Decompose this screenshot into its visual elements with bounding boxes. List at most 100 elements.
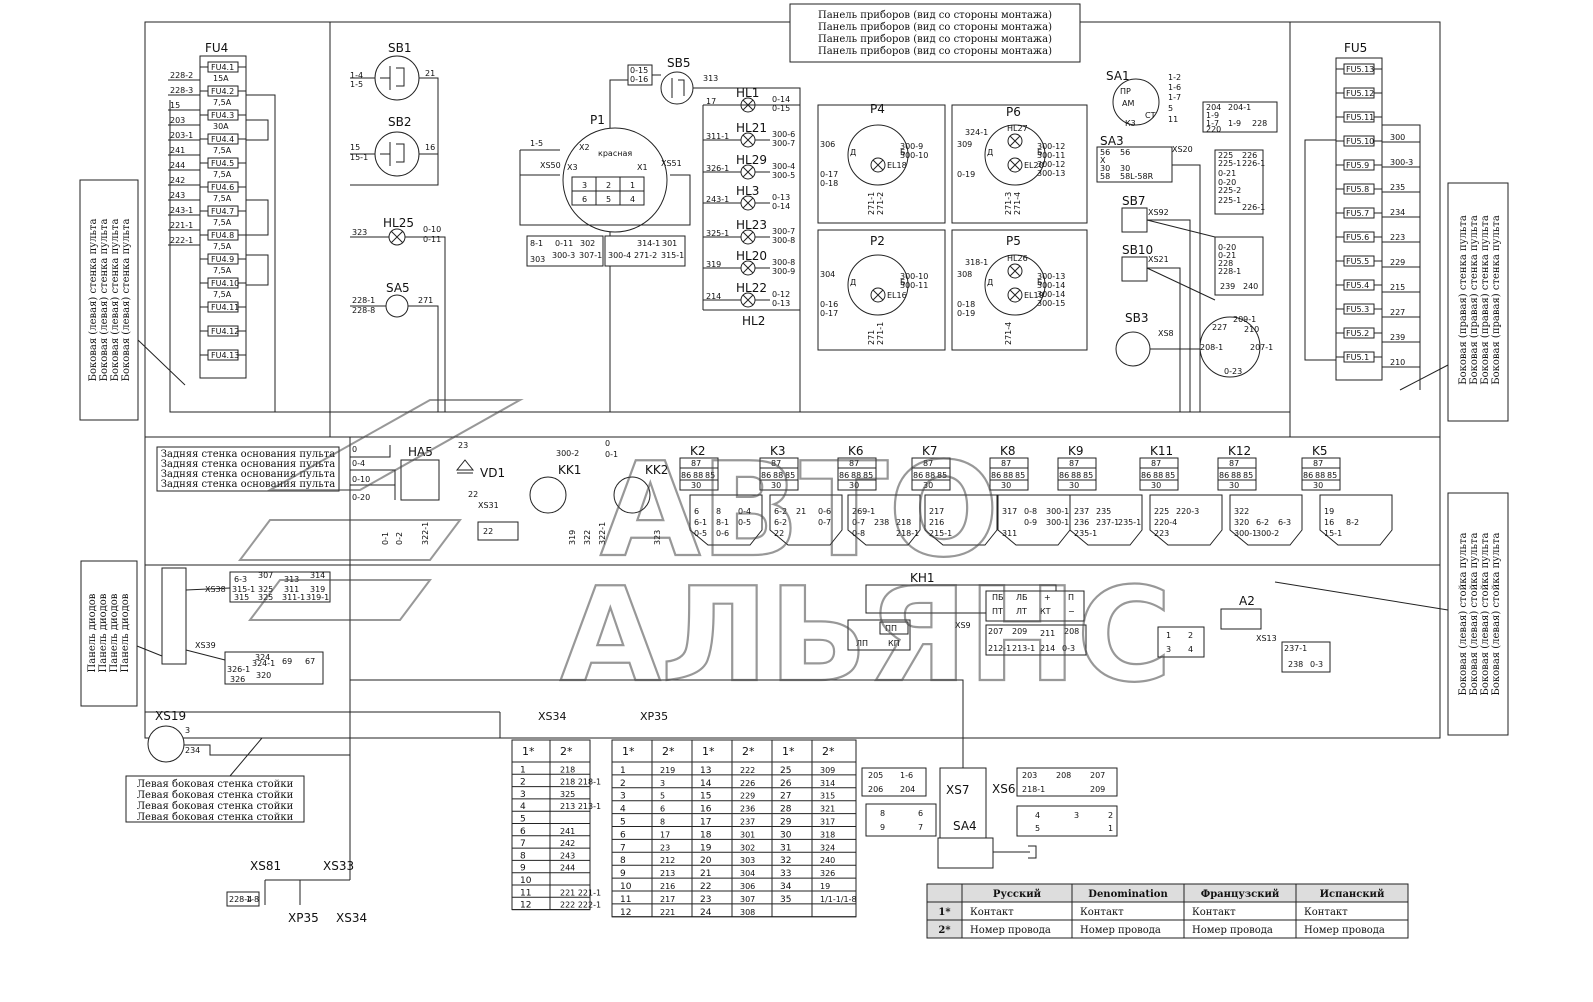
svg-text:КП: КП [888, 639, 900, 648]
xp35-cell: 5 [660, 792, 665, 801]
hl-lamp-label: HL23 [736, 218, 767, 232]
svg-text:0-3: 0-3 [1310, 660, 1323, 669]
svg-text:228-1: 228-1 [1218, 267, 1241, 276]
fu5-fuse-label: FU5.5 [1346, 257, 1369, 266]
kk1-label: KK1 [558, 463, 581, 477]
relay-connector-pin: 322 [1234, 507, 1249, 516]
svg-text:300-3: 300-3 [552, 251, 575, 260]
relay-connector-pin: 6 [694, 507, 699, 516]
sa5-switch [385, 294, 409, 318]
svg-text:324: 324 [255, 653, 270, 662]
svg-text:86: 86 [761, 471, 771, 480]
svg-text:3: 3 [185, 726, 190, 735]
xp35-cell: 221 [660, 908, 675, 917]
legend-cell: 2* [938, 925, 951, 936]
svg-text:30: 30 [849, 481, 859, 490]
svg-text:228-8: 228-8 [352, 306, 375, 315]
kk2-relay [613, 476, 651, 514]
gauge-wire-label: 300-15 [1037, 299, 1065, 308]
relay-connector-pin: 0-9 [1024, 518, 1037, 527]
svg-text:1-5: 1-5 [530, 139, 543, 148]
relay-label: K9 [1068, 444, 1084, 458]
svg-text:205: 205 [868, 771, 883, 780]
svg-text:87: 87 [1001, 459, 1011, 468]
xp35-cell: 219 [660, 766, 675, 775]
svg-text:30: 30 [1069, 481, 1079, 490]
fu4-wire-label: 243 [170, 191, 185, 200]
right-wall-note-3: Боковая (правая) стенка пульта [1480, 215, 1491, 385]
svg-text:8: 8 [880, 809, 885, 818]
left-wall-note-box [79, 179, 139, 421]
gauge-lamp-label: HL26 [1007, 254, 1028, 263]
xp35-cell: 240 [820, 856, 835, 865]
svg-text:88: 88 [1153, 471, 1163, 480]
xp35-header: 2* [662, 745, 675, 758]
top-note-line-2: Панель приборов (вид со стороны монтажа) [818, 22, 1052, 33]
relay-connector-pin: 237 [1074, 507, 1089, 516]
svg-text:203: 203 [1022, 771, 1037, 780]
svg-text:21: 21 [425, 69, 435, 78]
svg-text:226: 226 [1242, 151, 1257, 160]
xp35-cell: 32 [780, 856, 791, 866]
fu4-fuse-label: FU4.6 [211, 183, 234, 192]
relay-connector-pin: 218 [896, 518, 911, 527]
relay-label: K11 [1150, 444, 1173, 458]
relay-connector [1069, 494, 1143, 546]
xs34-cell: 4 [520, 802, 526, 812]
svg-text:4: 4 [1035, 811, 1040, 820]
svg-text:300-4: 300-4 [608, 251, 631, 260]
xs34-cell: 325 [560, 790, 575, 799]
svg-text:88: 88 [1071, 471, 1081, 480]
svg-text:225-1: 225-1 [1218, 159, 1241, 168]
hl-wire-label: 325-1 [706, 229, 729, 238]
sb5-label: SB5 [667, 56, 690, 70]
fu4-fuse-label: FU4.10 [211, 279, 239, 288]
fu5-wire-label: 229 [1390, 258, 1405, 267]
hl-wire-label: 300-8 [772, 236, 795, 245]
rear-wire-label: 0-1 [381, 532, 390, 545]
svg-text:234: 234 [185, 746, 200, 755]
svg-text:1-7: 1-7 [1168, 93, 1181, 102]
svg-text:320: 320 [256, 671, 271, 680]
hl25-label: HL25 [383, 216, 414, 230]
svg-text:228: 228 [1252, 119, 1267, 128]
svg-text:86: 86 [1141, 471, 1151, 480]
svg-text:208: 208 [1056, 771, 1071, 780]
fu4-fuse-rating: 7,5A [213, 266, 232, 275]
fu4-fuse-label: FU4.8 [211, 231, 234, 240]
svg-text:1: 1 [1108, 824, 1113, 833]
p4-gauge [847, 124, 909, 186]
relay-label: K5 [1312, 444, 1328, 458]
svg-text:ПБ: ПБ [992, 593, 1004, 602]
relay-pins [989, 457, 1029, 491]
relay-connector-pin: 6-2 [774, 518, 787, 527]
fu4-wire-label: 228-2 [170, 71, 193, 80]
fu4-fuse-rating: 7,5A [213, 218, 232, 227]
gauge-wire-label: 300-11 [1037, 151, 1065, 160]
rear-wall-note-4: Задняя стенка основания пульта [161, 479, 336, 490]
svg-text:207-1: 207-1 [1250, 343, 1273, 352]
svg-text:0-11: 0-11 [555, 239, 573, 248]
xp35-cell: 8 [660, 818, 665, 827]
xs38-label: XS38 [205, 585, 226, 594]
svg-text:0: 0 [605, 439, 610, 448]
xp35-cell: 21 [700, 869, 711, 879]
svg-text:−: − [1068, 607, 1075, 616]
left-rack-note-box [125, 775, 305, 823]
left-rack-note-2: Левая боковая стенка стойки [137, 790, 294, 801]
relay-connector-pin: 8 [716, 507, 721, 516]
relay-connector-pin: 269-1 [852, 507, 875, 516]
svg-text:3: 3 [582, 181, 587, 190]
xp35-cell: 12 [620, 908, 631, 918]
svg-text:319-1: 319-1 [306, 593, 329, 602]
svg-text:210: 210 [1244, 325, 1259, 334]
xs34-cell: 243 [560, 851, 575, 860]
gauge-wire-label: 300-10 [900, 272, 928, 281]
xp35-cell: 222 [740, 766, 755, 775]
relay-connector-pin: 320 [1234, 518, 1249, 527]
relay-connector-pin: 0-7 [818, 518, 831, 527]
gauge-wire-label: 309 [957, 140, 972, 149]
svg-text:X3: X3 [567, 163, 578, 172]
ha5-label: HA5 [408, 445, 433, 459]
